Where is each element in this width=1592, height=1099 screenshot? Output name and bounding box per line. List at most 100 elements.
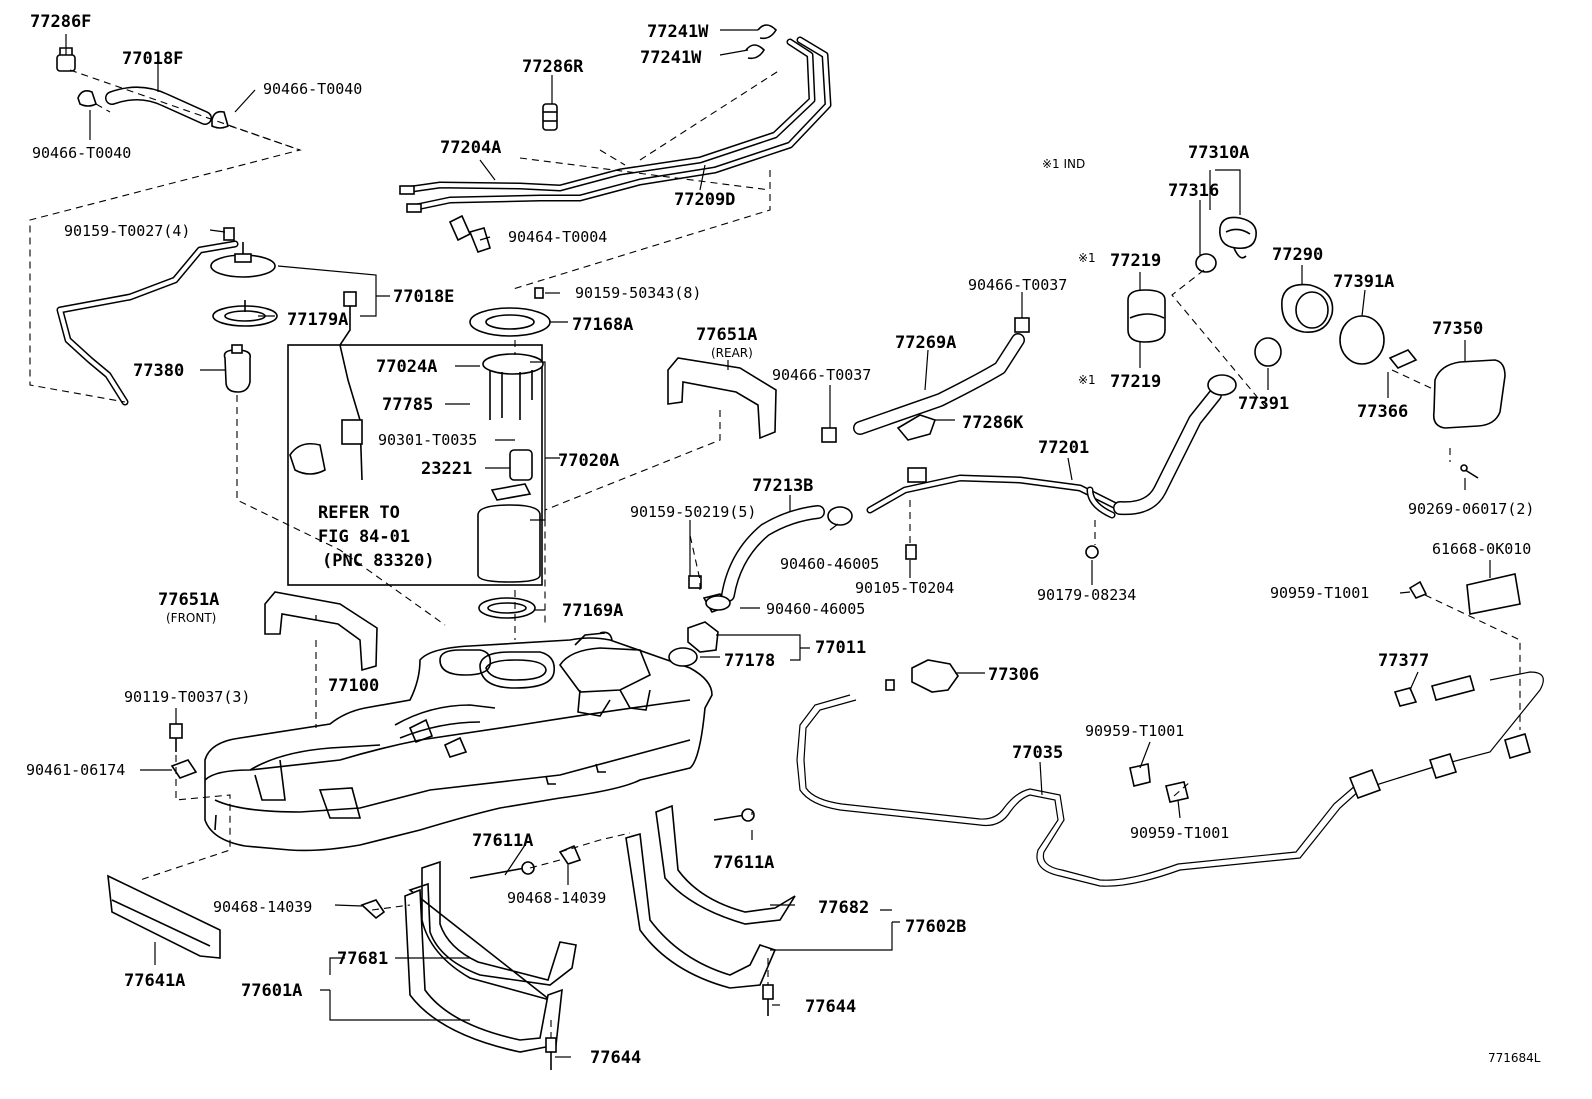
label-90959-t1001-c: 90959-T1001 bbox=[1130, 824, 1229, 842]
note-ind: ※1 IND bbox=[1042, 157, 1085, 171]
label-77611a-a: 77611A bbox=[472, 831, 533, 851]
part-labels: 77286F 77018F 90466-T0040 90466-T0040 77… bbox=[26, 12, 1541, 1068]
label-90466-t0040-a: 90466-T0040 bbox=[263, 80, 362, 98]
label-77380: 77380 bbox=[133, 361, 184, 381]
label-90460-46005-a: 90460-46005 bbox=[780, 555, 879, 573]
label-77316: 77316 bbox=[1168, 181, 1219, 201]
label-90959-t1001-b: 90959-T1001 bbox=[1085, 722, 1184, 740]
clip-77241w-b bbox=[745, 44, 766, 60]
hose-77213b bbox=[721, 505, 825, 602]
hose-77018f bbox=[105, 86, 212, 125]
clip-90159-50219 bbox=[688, 575, 702, 589]
label-77286k: 77286K bbox=[962, 413, 1024, 433]
fuel-door-77350 bbox=[1432, 359, 1506, 429]
fuel-pipes-77204a-77209d bbox=[399, 36, 832, 213]
pin-90468-b bbox=[558, 844, 582, 865]
strap-77681 bbox=[404, 860, 577, 1053]
label-90466-t0040-b: 90466-T0040 bbox=[32, 144, 131, 162]
label-90959-t1001-a: 90959-T1001 bbox=[1270, 584, 1369, 602]
cable-77035 bbox=[796, 671, 1544, 887]
label-77391: 77391 bbox=[1238, 394, 1289, 414]
label-77290: 77290 bbox=[1272, 245, 1323, 265]
clamp-77286k bbox=[896, 414, 937, 441]
note-mark-a: ※1 bbox=[1078, 251, 1096, 265]
protector-77219 bbox=[1127, 289, 1166, 343]
label-77641a: 77641A bbox=[124, 971, 185, 991]
clamp-90460-b bbox=[705, 595, 731, 611]
gasket-77169a bbox=[478, 597, 536, 619]
cap-77310a bbox=[1219, 216, 1257, 259]
label-77018f: 77018F bbox=[122, 49, 183, 69]
label-77651a-rear: 77651A bbox=[696, 325, 757, 345]
bolt-90119 bbox=[169, 723, 183, 752]
label-90460-46005-b: 90460-46005 bbox=[766, 600, 865, 618]
label-77651a-front: 77651A bbox=[158, 590, 219, 610]
label-77204a: 77204A bbox=[440, 138, 501, 158]
strap-77682 bbox=[625, 804, 796, 989]
label-90466-t0037-a: 90466-T0037 bbox=[968, 276, 1067, 294]
refer-line-1: REFER TO bbox=[318, 503, 400, 523]
label-61668-0k010: 61668-0K010 bbox=[1432, 540, 1531, 558]
gasket-77391a bbox=[1339, 315, 1385, 365]
note-rear: (REAR) bbox=[711, 346, 753, 360]
label-77024a: 77024A bbox=[376, 357, 437, 377]
label-77601a: 77601A bbox=[241, 981, 302, 1001]
sensor-77377 bbox=[1393, 675, 1475, 707]
label-90461-06174: 90461-06174 bbox=[26, 761, 125, 779]
pump-bracket-77024a bbox=[482, 353, 544, 420]
bolt-77611a-a bbox=[469, 861, 535, 879]
label-77035: 77035 bbox=[1012, 743, 1063, 763]
label-77269a: 77269A bbox=[895, 333, 956, 353]
bracket-90461 bbox=[170, 759, 198, 779]
filter-sock bbox=[477, 504, 541, 583]
retainer-77168a bbox=[469, 287, 551, 337]
bolt-77644-b bbox=[762, 984, 774, 1016]
grommet-90179 bbox=[1085, 545, 1099, 559]
filler-neck-77290 bbox=[1281, 283, 1334, 333]
hose-clip-90466-a bbox=[77, 90, 97, 107]
label-77350: 77350 bbox=[1432, 319, 1483, 339]
label-77178: 77178 bbox=[724, 651, 775, 671]
label-77011: 77011 bbox=[815, 638, 866, 658]
label-77644-b: 77644 bbox=[805, 997, 856, 1017]
protector-77641a bbox=[107, 874, 221, 959]
label-77169a: 77169A bbox=[562, 601, 623, 621]
label-77219-b: 77219 bbox=[1110, 372, 1161, 392]
label-77681: 77681 bbox=[337, 949, 388, 969]
gasket-77178 bbox=[668, 647, 698, 667]
label-77241w-b: 77241W bbox=[640, 48, 702, 68]
label-23221: 23221 bbox=[421, 459, 472, 479]
label-77213b: 77213B bbox=[752, 476, 813, 496]
label-77179a: 77179A bbox=[287, 310, 348, 330]
label-90464-t0004: 90464-T0004 bbox=[508, 228, 607, 246]
bolt-77611a-b bbox=[713, 808, 755, 822]
gauge-sender-77018e bbox=[210, 227, 276, 278]
label-77306: 77306 bbox=[988, 665, 1039, 685]
clip-90466-t0037-b bbox=[821, 427, 837, 443]
label-90105-t0204: 90105-T0204 bbox=[855, 579, 954, 597]
label-77286f: 77286F bbox=[30, 12, 91, 32]
label-77100: 77100 bbox=[328, 676, 379, 696]
clip-90466-t0037-a bbox=[1014, 317, 1030, 333]
label-90468-14039-b: 90468-14039 bbox=[507, 889, 606, 907]
label-90159-50343: 90159-50343(8) bbox=[575, 284, 701, 302]
label-90159-t0027: 90159-T0027(4) bbox=[64, 222, 190, 240]
label-77682: 77682 bbox=[818, 898, 869, 918]
refer-line-3: (PNC 83320) bbox=[322, 551, 435, 571]
label-77286r: 77286R bbox=[522, 57, 584, 77]
pump-assembly-box bbox=[287, 344, 543, 586]
label-77020a: 77020A bbox=[558, 451, 619, 471]
label-90159-50219: 90159-50219(5) bbox=[630, 503, 756, 521]
figure-id: 771684L bbox=[1488, 1051, 1541, 1065]
screw-90269 bbox=[1460, 464, 1479, 479]
gasket-77316 bbox=[1195, 253, 1217, 273]
band-77651a-front bbox=[264, 591, 378, 672]
label-90119-t0037: 90119-T0037(3) bbox=[124, 688, 250, 706]
label-77209d: 77209D bbox=[674, 190, 735, 210]
breather-pipe bbox=[56, 240, 239, 406]
label-77219-a: 77219 bbox=[1110, 251, 1161, 271]
gasket-77179a bbox=[212, 300, 278, 327]
clamp-77286r bbox=[542, 103, 558, 131]
clamp-90460-a bbox=[827, 506, 853, 526]
